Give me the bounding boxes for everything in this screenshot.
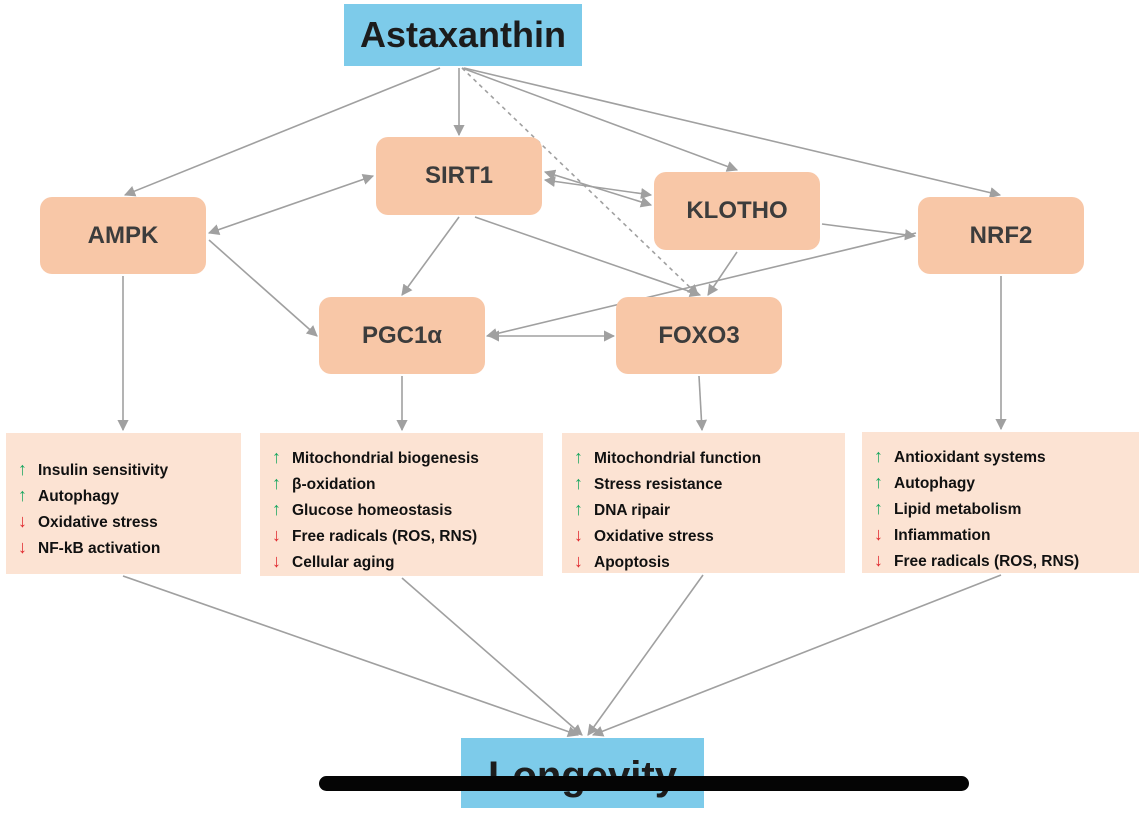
increase-arrow-icon: ↑ (18, 485, 27, 505)
edge-foxo3-longevity (587, 574, 704, 736)
increase-arrow-icon: ↑ (574, 447, 583, 467)
redaction-scribble (319, 776, 969, 791)
decrease-arrow-icon: ↓ (574, 551, 583, 571)
decrease-arrow-icon: ↓ (272, 525, 281, 545)
effect-item: ↑ Autophagy (18, 483, 241, 509)
decrease-arrow-icon: ↓ (18, 511, 27, 531)
increase-arrow-icon: ↑ (874, 498, 883, 518)
edge-sirt1-foxo3 (474, 216, 702, 297)
decrease-arrow-icon: ↓ (574, 525, 583, 545)
nrf2-node: NRF2 (918, 197, 1084, 274)
edge-sirt1-ampk (207, 174, 375, 235)
pgc1a-node: PGC1α (319, 297, 485, 374)
effect-label: β-oxidation (292, 476, 376, 493)
edge-klotho-nrf2 (821, 223, 917, 241)
ampk-node: AMPK (40, 197, 206, 274)
edge-foxo3-effects (695, 375, 708, 432)
astaxanthin-node: Astaxanthin (344, 4, 582, 66)
decrease-arrow-icon: ↓ (874, 524, 883, 544)
effect-item: ↑ Mitochondrial biogenesis (272, 445, 543, 471)
increase-arrow-icon: ↑ (272, 447, 281, 467)
effect-item: ↑ Stress resistance (574, 471, 845, 497)
effect-item: ↑ Mitochondrial function (574, 445, 845, 471)
effect-item: ↑ Lipid metabolism (874, 496, 1139, 522)
increase-arrow-icon: ↑ (874, 446, 883, 466)
foxo3-node: FOXO3 (616, 297, 782, 374)
effect-label: Lipid metabolism (894, 501, 1022, 518)
effect-label: Insulin sensitivity (38, 462, 169, 479)
longevity-node: Longevity (461, 738, 704, 808)
effect-item: ↓ Free radicals (ROS, RNS) (272, 523, 543, 549)
effect-label: DNA ripair (594, 502, 671, 519)
edge-astaxanthin-klotho (461, 67, 739, 172)
effect-label: Apoptosis (594, 554, 670, 571)
edge-nrf2-longevity (591, 574, 1002, 737)
effect-label: Oxidative stress (38, 514, 158, 531)
effect-item: ↓ Cellular aging (272, 549, 543, 575)
foxo3-effects-box: ↑ Mitochondrial function ↑ Stress resistanc… (562, 433, 845, 573)
effect-label: Autophagy (38, 488, 119, 505)
effect-item: ↓ NF-kB activation (18, 535, 241, 561)
effect-item: ↓ Infiammation (874, 522, 1139, 548)
effect-label: Free radicals (ROS, RNS) (894, 553, 1080, 570)
effect-label: Cellular aging (292, 554, 395, 571)
effect-label: Glucose homeostasis (292, 502, 453, 519)
effect-label: Infiammation (894, 527, 991, 544)
nrf2-effects-box: ↑ Antioxidant systems ↑ Autophagy ↑ Lipid met… (862, 432, 1139, 573)
increase-arrow-icon: ↑ (874, 472, 883, 492)
sirt1-node: SIRT1 (376, 137, 542, 215)
edge-astaxanthin-ampk (123, 67, 441, 197)
decrease-arrow-icon: ↓ (18, 537, 27, 557)
edge-sirt1-pgc1a (401, 216, 460, 296)
effect-item: ↑ Autophagy (874, 470, 1139, 496)
effect-label: Autophagy (894, 475, 975, 492)
decrease-arrow-icon: ↓ (272, 551, 281, 571)
increase-arrow-icon: ↑ (272, 499, 281, 519)
edge-ampk-longevity (122, 575, 580, 737)
decrease-arrow-icon: ↓ (874, 550, 883, 570)
effect-item: ↓ Oxidative stress (574, 523, 845, 549)
increase-arrow-icon: ↑ (18, 459, 27, 479)
effect-label: Mitochondrial function (594, 450, 762, 467)
effect-item: ↑ β-oxidation (272, 471, 543, 497)
effect-item: ↓ Free radicals (ROS, RNS) (874, 548, 1139, 574)
edge-ampk-pgc1a (208, 239, 318, 337)
increase-arrow-icon: ↑ (272, 473, 281, 493)
effect-label: Oxidative stress (594, 528, 714, 545)
effect-label: NF-kB activation (38, 540, 161, 557)
effect-item: ↑ Glucose homeostasis (272, 497, 543, 523)
ampk-effects-box: ↑ Insulin sensitivity ↑ Autophagy ↓ Oxidative… (6, 433, 241, 574)
effect-item: ↑ DNA ripair (574, 497, 845, 523)
effect-item: ↑ Antioxidant systems (874, 444, 1139, 470)
increase-arrow-icon: ↑ (574, 473, 583, 493)
increase-arrow-icon: ↑ (574, 499, 583, 519)
edge-pgc1a-longevity (401, 577, 583, 736)
effect-item: ↓ Apoptosis (574, 549, 845, 575)
edge-sirt1-klotho-b (543, 175, 653, 200)
edge-nrf2-pgc1a (485, 232, 917, 340)
edge-klotho-foxo3 (707, 251, 738, 296)
effect-item: ↓ Oxidative stress (18, 509, 241, 535)
pgc1a-effects-box: ↑ Mitochondrial biogenesis ↑ β-oxidation ↑ Gl… (260, 433, 543, 576)
effect-label: Antioxidant systems (894, 449, 1046, 466)
edge-astaxanthin-nrf2 (463, 67, 1002, 199)
effect-label: Mitochondrial biogenesis (292, 450, 479, 467)
effect-label: Stress resistance (594, 476, 723, 493)
edge-sirt1-klotho-a (543, 169, 653, 208)
klotho-node: KLOTHO (654, 172, 820, 250)
effect-item: ↑ Insulin sensitivity (18, 457, 241, 483)
effect-label: Free radicals (ROS, RNS) (292, 528, 478, 545)
